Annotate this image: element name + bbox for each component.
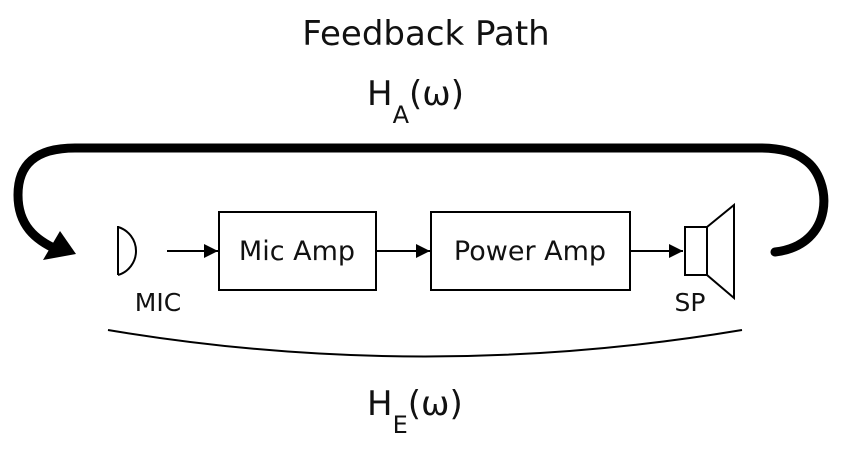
ha-argument: (ω) [409,74,464,114]
electrical-path-brace [107,329,743,358]
speaker-label: SP [675,288,706,317]
electrical-transfer-function: HE(ω) [367,384,463,439]
power-amp-block [430,211,631,291]
ha-base: H [367,74,393,114]
ha-subscript: A [393,101,410,129]
he-subscript: E [393,411,408,439]
speaker-symbol [684,202,735,301]
mic-label: MIC [135,288,181,317]
microphone-symbol [117,226,137,276]
feedback-loop-path [13,143,829,257]
speaker-cone [706,202,735,301]
he-argument: (ω) [408,384,463,424]
speaker-magnet [684,226,708,276]
feedback-arrowhead [43,231,76,260]
diagram-title: Feedback Path [302,14,549,54]
mic-diaphragm [117,226,137,276]
he-base: H [367,384,393,424]
mic-amp-block [218,211,377,291]
power-amp-label: Power Amp [454,236,606,267]
feedback-transfer-function: HA(ω) [367,74,464,129]
mic-amp-label: Mic Amp [239,236,355,267]
